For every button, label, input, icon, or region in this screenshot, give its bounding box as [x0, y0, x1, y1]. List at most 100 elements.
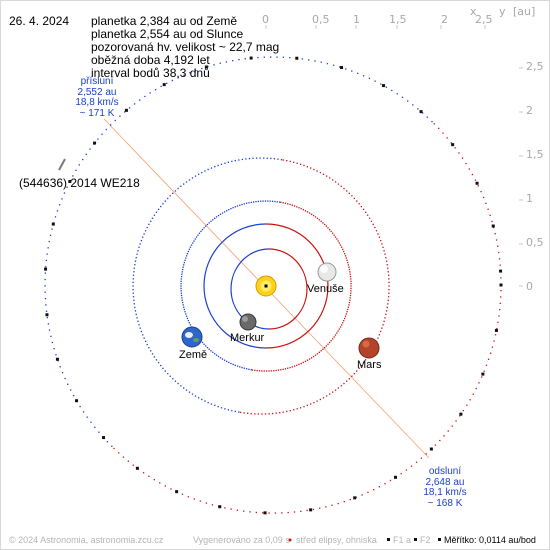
earth-orbit-blue — [181, 271, 183, 273]
x-tick-label: 2,5 — [475, 13, 493, 26]
mars-orbit-blue — [149, 220, 152, 222]
mars-orbit-red — [362, 208, 365, 211]
earth-orbit-red — [336, 238, 338, 240]
orbit-point — [451, 143, 455, 147]
earth-orbit-red — [318, 219, 320, 221]
asteroid-orbit-blue — [61, 198, 63, 200]
asteroid-orbit-blue — [48, 329, 51, 331]
earth-orbit-red — [349, 299, 351, 301]
asteroid-orbit-red — [496, 327, 498, 330]
mars-orbit-blue — [241, 158, 244, 161]
mars-orbit-blue — [180, 385, 182, 387]
asteroid-orbit-red — [446, 137, 448, 139]
mars-orbit-blue — [191, 393, 194, 395]
mars-orbit-blue — [183, 387, 185, 389]
mars-orbit-blue — [214, 166, 216, 168]
mars-orbit-red — [334, 389, 337, 391]
asteroid-orbit-red — [500, 277, 502, 279]
asteroid-orbit-red — [478, 382, 480, 384]
asteroid-orbit-red — [293, 511, 296, 513]
mars-orbit-blue — [153, 214, 156, 216]
perihelion-label: přísluní 2,552 au 18,8 km/s ~ 171 K — [69, 76, 125, 119]
asteroid-orbit-blue — [232, 60, 234, 62]
earth-orbit-red — [350, 285, 352, 287]
asteroid-orbit-red — [361, 494, 363, 496]
earth-orbit-blue — [180, 283, 182, 285]
earth-orbit-red — [347, 261, 349, 264]
asteroid-orbit-blue — [86, 416, 88, 418]
mars-orbit-blue — [231, 410, 233, 412]
asteroid-orbit-red — [211, 504, 214, 506]
earth-orbit-blue — [226, 360, 228, 363]
asteroid-orbit-blue — [111, 445, 113, 447]
mars-orbit-red — [264, 413, 267, 415]
earth-orbit-blue — [260, 200, 262, 202]
asteroid-orbit-red — [493, 340, 495, 342]
asteroid-orbit-red — [447, 430, 449, 432]
asteroid-orbit-red — [499, 302, 501, 304]
earth-orbit-blue — [184, 259, 186, 261]
asteroid-orbit-blue — [110, 124, 112, 126]
mars-orbit-red — [306, 166, 308, 168]
orbit-point — [394, 475, 398, 479]
mars-orbit-blue — [234, 160, 236, 162]
asteroid-orbit-blue — [391, 89, 393, 92]
mars-orbit-red — [358, 203, 360, 205]
asteroid-orbit-red — [268, 512, 270, 514]
asteroid-orbit-blue — [412, 104, 414, 106]
earth-orbit-red — [322, 222, 324, 224]
earth-orbit-blue — [276, 201, 278, 203]
mars-orbit-red — [299, 407, 302, 409]
asteroid-orbit-red — [349, 498, 351, 501]
asteroid-orbit-blue — [67, 383, 69, 385]
asteroid-orbit-red — [455, 420, 457, 422]
mars-orbit-red — [328, 393, 331, 395]
asteroid-orbit-red — [331, 504, 333, 506]
earth-orbit-red — [349, 271, 351, 273]
mars-orbit-blue — [263, 157, 265, 159]
earth-orbit-red — [347, 306, 350, 308]
mars-orbit-blue — [197, 397, 200, 399]
asteroid-orbit-red — [193, 498, 195, 500]
mars-orbit-blue — [144, 340, 147, 343]
asteroid-orbit-blue — [314, 60, 316, 62]
earth-orbit-red — [337, 240, 339, 242]
earth-orbit-red — [345, 257, 347, 259]
earth-orbit-blue — [182, 304, 184, 306]
mars-orbit-blue — [136, 253, 138, 255]
asteroid-orbit-red — [153, 479, 155, 481]
focus-marker — [264, 284, 268, 288]
orbit-point — [475, 181, 479, 185]
mars-orbit-red — [337, 183, 340, 185]
earth-orbit-blue — [269, 200, 271, 202]
earth-orbit-red — [291, 204, 293, 206]
asteroid-orbit-red — [337, 502, 339, 505]
asteroid-orbit-red — [425, 453, 427, 455]
asteroid-orbit-blue — [308, 59, 310, 61]
earth-orbit-red — [304, 210, 307, 212]
mars-orbit-blue — [217, 405, 219, 408]
asteroid-orbit-red — [498, 258, 501, 260]
mars-orbit-blue — [252, 157, 254, 159]
mars-orbit-red — [293, 409, 295, 411]
earth-orbit-red — [320, 220, 322, 222]
mars-orbit-blue — [164, 200, 166, 202]
mars-orbit-blue — [133, 267, 135, 269]
mars-orbit-blue — [157, 208, 160, 211]
asteroid-orbit-red — [389, 479, 392, 482]
asteroid-orbit-red — [281, 512, 283, 514]
asteroid-orbit-blue — [431, 120, 433, 123]
mars-orbit-red — [299, 163, 302, 165]
asteroid-orbit-blue — [276, 56, 278, 58]
mars-orbit-blue — [167, 373, 169, 375]
earth-orbit-blue — [206, 223, 209, 226]
orbit-point — [55, 357, 59, 361]
mars-orbit-blue — [138, 246, 140, 248]
earth-orbit-red — [287, 203, 289, 205]
asteroid-orbit-blue — [257, 56, 259, 59]
asteroid-orbit-red — [434, 444, 437, 446]
mars-orbit-red — [387, 274, 390, 276]
asteroid-orbit-blue — [105, 128, 107, 131]
orbit-point — [75, 399, 79, 403]
asteroid-orbit-red — [494, 233, 496, 235]
